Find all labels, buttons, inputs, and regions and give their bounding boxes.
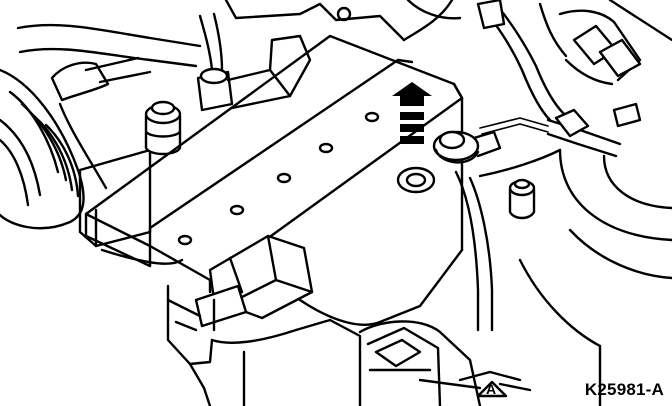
vent-hole bbox=[318, 142, 334, 154]
lower-component bbox=[358, 320, 532, 406]
right-bolt bbox=[508, 178, 536, 220]
right-top-components bbox=[538, 0, 672, 128]
strut-tower bbox=[518, 148, 672, 406]
positive-cable bbox=[454, 108, 622, 332]
battery-clamp bbox=[194, 234, 314, 332]
battery-terminal bbox=[432, 117, 549, 164]
reference-code: K25981-A bbox=[584, 380, 664, 399]
air-intake-hose bbox=[0, 68, 85, 230]
rear-connector bbox=[196, 12, 312, 112]
vent-hole bbox=[276, 172, 292, 184]
vent-hole bbox=[364, 111, 380, 123]
vent-hole bbox=[177, 234, 193, 246]
part-label-a-callout bbox=[476, 380, 508, 398]
battery-tray bbox=[166, 248, 464, 406]
vent-hole bbox=[229, 204, 245, 216]
upper-structure bbox=[224, 0, 462, 42]
right-hose bbox=[476, 0, 566, 122]
upper-left-hose bbox=[16, 23, 202, 190]
battery bbox=[84, 34, 464, 294]
part-label-a: A bbox=[486, 381, 497, 397]
left-terminal-post bbox=[144, 100, 182, 156]
front-direction-arrow-icon bbox=[392, 82, 432, 144]
